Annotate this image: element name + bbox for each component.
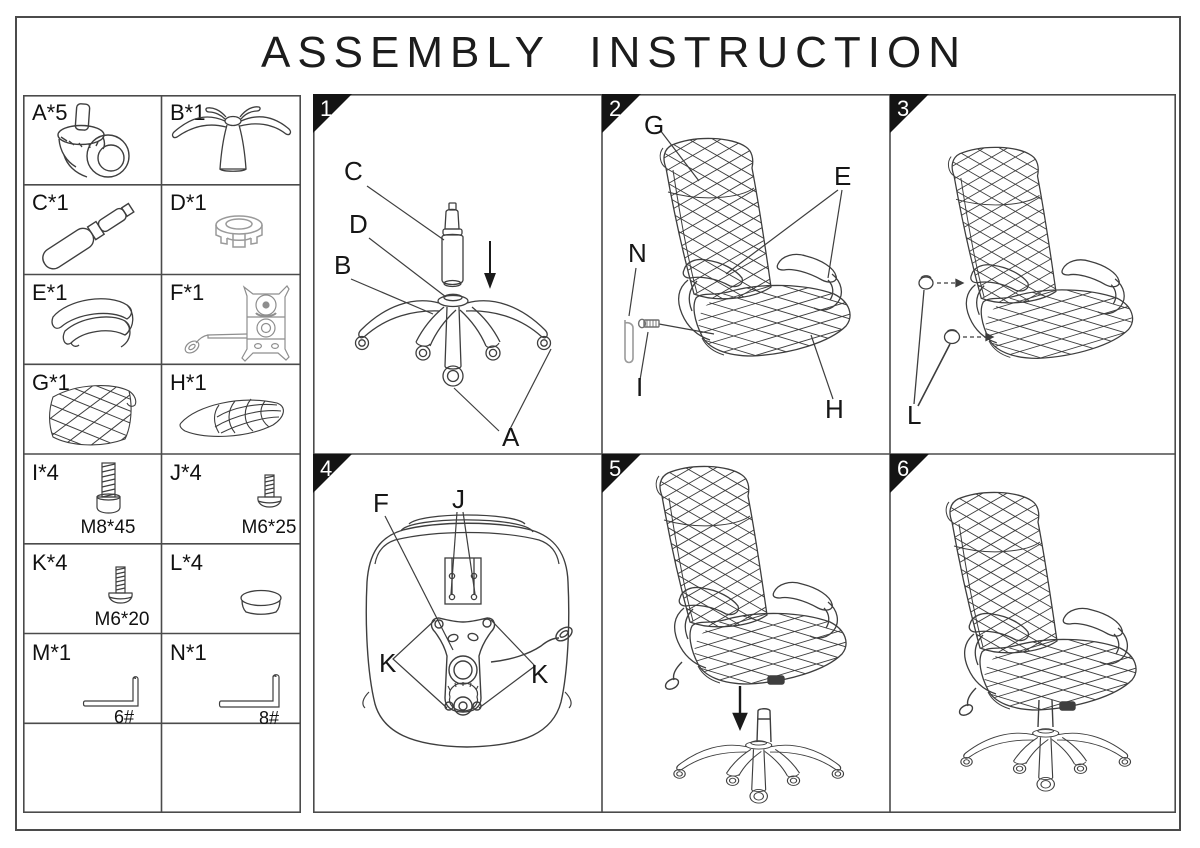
svg-text:A: A — [502, 422, 520, 452]
svg-text:6#: 6# — [114, 707, 134, 725]
svg-text:B: B — [334, 250, 351, 280]
svg-text:J: J — [452, 484, 465, 514]
svg-text:D: D — [349, 209, 368, 239]
svg-text:F: F — [373, 488, 389, 518]
svg-text:I: I — [636, 372, 643, 402]
svg-text:K: K — [379, 648, 397, 678]
svg-text:M8*45: M8*45 — [81, 517, 136, 538]
svg-text:M6*25: M6*25 — [242, 517, 297, 538]
svg-text:C: C — [344, 156, 363, 186]
svg-text:M6*20: M6*20 — [95, 609, 150, 630]
svg-text:K: K — [531, 659, 549, 689]
svg-text:8#: 8# — [259, 708, 279, 725]
svg-text:E: E — [834, 161, 851, 191]
svg-text:N: N — [628, 238, 647, 268]
svg-text:G: G — [644, 110, 664, 140]
svg-text:H: H — [825, 394, 844, 424]
svg-text:L: L — [907, 400, 921, 430]
